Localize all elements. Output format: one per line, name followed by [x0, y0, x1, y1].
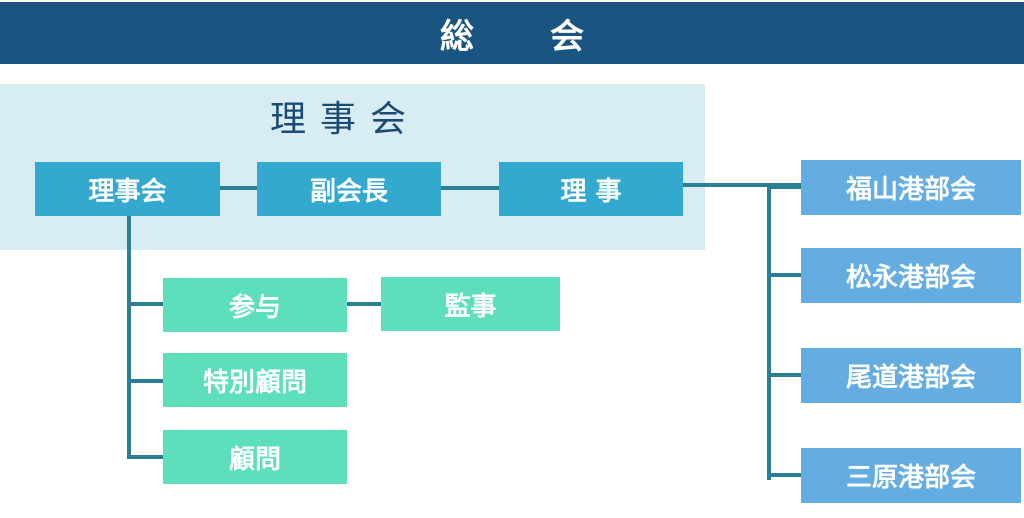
connector-special-advisor	[127, 379, 163, 383]
connector-branch-4	[767, 473, 801, 477]
connector-branch-1	[767, 185, 801, 189]
directors-node-label: 理 事	[560, 176, 622, 207]
advisory-trunk-line	[127, 216, 131, 457]
auditor-node: 監事	[381, 277, 560, 331]
branch-node-onomichi: 尾道港部会	[801, 348, 1021, 403]
general-assembly-title: 総会	[440, 16, 660, 57]
branch-trunk-line	[767, 183, 771, 480]
branch-node-mihara: 三原港部会	[801, 448, 1021, 503]
connector-branch-3	[767, 373, 801, 377]
special-advisor-node: 特別顧問	[163, 353, 347, 407]
special-advisor-node-label: 特別顧問	[202, 367, 307, 398]
board-panel-title: 理事会	[270, 99, 421, 140]
vice-president-node-label: 副会長	[309, 176, 388, 207]
connector-sanyo-auditor	[347, 302, 381, 306]
branch-node-label: 松永港部会	[845, 263, 976, 293]
advisor-node-label: 顧問	[228, 444, 281, 475]
branch-node-label: 三原港部会	[845, 463, 976, 493]
branch-node-fukuyama: 福山港部会	[801, 160, 1021, 215]
connector-advisor	[127, 455, 163, 459]
connector-board-vice	[220, 186, 257, 190]
connector-vice-directors	[441, 186, 499, 190]
sanyo-node: 参与	[163, 278, 347, 332]
sanyo-node-label: 参与	[228, 292, 281, 323]
vice-president-node: 副会長	[257, 162, 441, 216]
board-node-label: 理事会	[88, 176, 167, 207]
auditor-node-label: 監事	[444, 291, 497, 322]
connector-sanyo	[127, 302, 163, 306]
branch-node-matsunaga: 松永港部会	[801, 248, 1021, 303]
directors-node: 理 事	[499, 162, 683, 216]
advisor-node: 顧問	[163, 430, 347, 484]
branch-node-label: 尾道港部会	[845, 363, 976, 393]
board-node: 理事会	[35, 162, 220, 216]
general-assembly-header: 総会	[0, 2, 1024, 64]
branch-node-label: 福山港部会	[845, 175, 976, 205]
connector-directors-branches	[683, 183, 801, 187]
connector-branch-2	[767, 273, 801, 277]
